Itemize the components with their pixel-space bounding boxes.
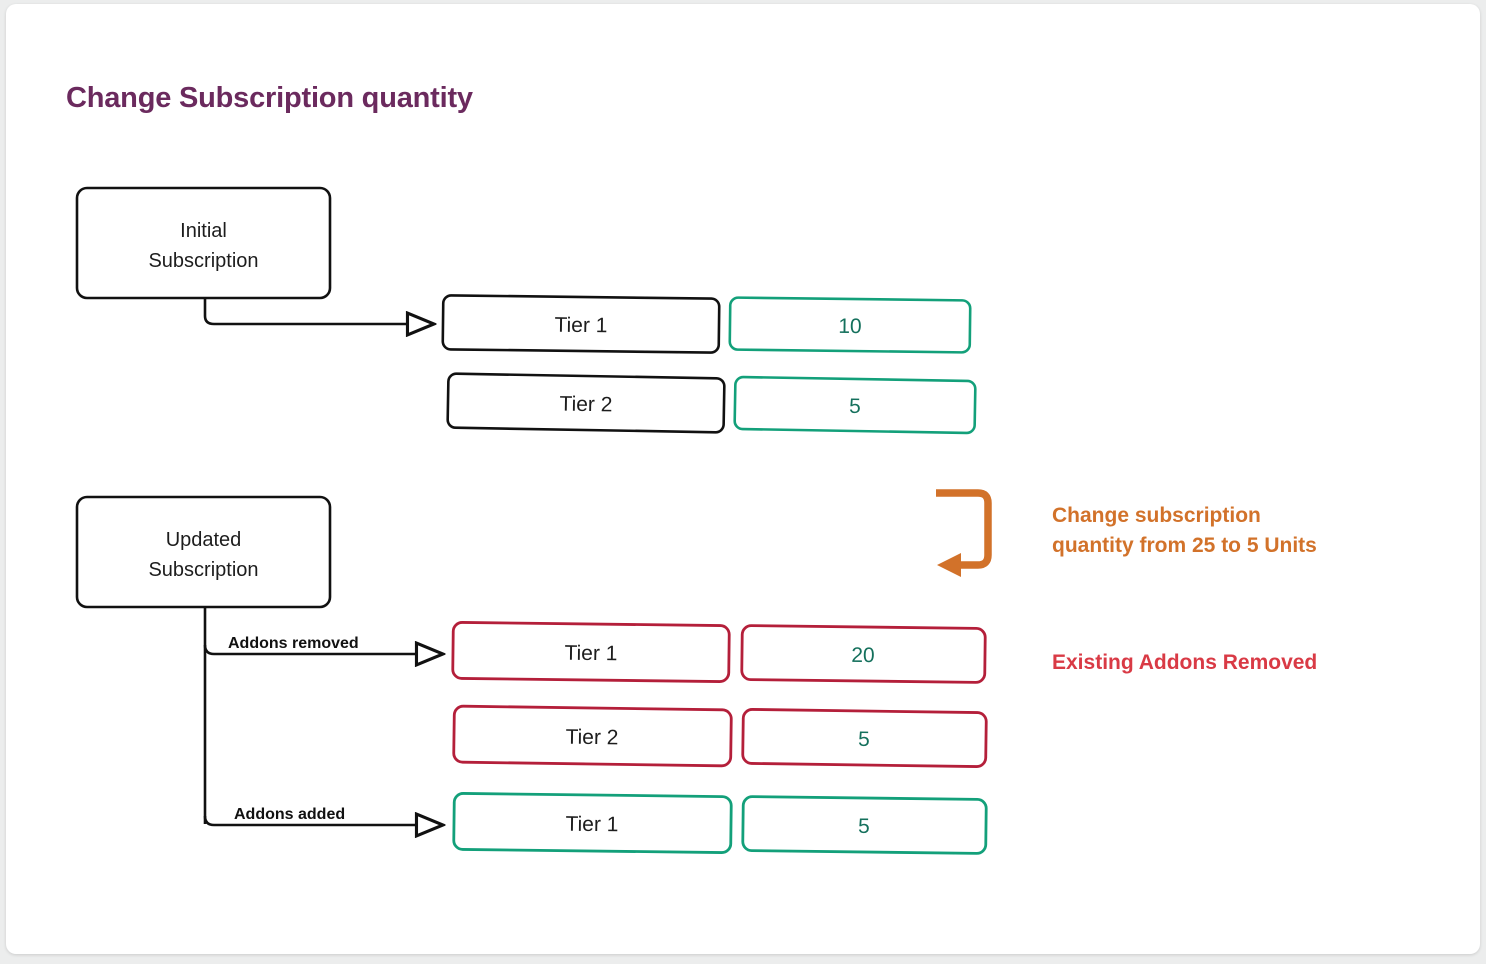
connector-updated-to-removed	[203, 645, 443, 654]
tier-box-updated-added-1[interactable]	[452, 792, 733, 854]
tier-label-updated-removed-1: Tier 1	[564, 642, 617, 666]
orange-return-arrow-icon	[936, 489, 992, 569]
connector-updated-to-added	[203, 816, 443, 825]
quantity-value-initial-2: 5	[849, 395, 861, 418]
diagram-card: Change Subscription quantity Initial Sub…	[6, 4, 1480, 954]
node-initial-subscription[interactable]: Initial Subscription	[75, 186, 332, 300]
connector-initial-to-tier1	[203, 298, 434, 324]
edge-label-addons-removed: Addons removed	[228, 635, 359, 652]
node-initial-subscription-line1: Initial	[180, 220, 227, 242]
orange-arrowhead-icon	[937, 553, 961, 577]
quantity-value-updated-added-1: 5	[858, 815, 870, 838]
node-updated-subscription-line2: Subscription	[148, 559, 258, 581]
row-updated-added-tier-1: Tier 1 5	[452, 792, 988, 855]
quantity-value-updated-removed-2: 5	[858, 728, 870, 751]
change-quantity-text-line1: Change subscription	[1052, 504, 1261, 527]
quantity-box-updated-removed-1[interactable]	[740, 624, 987, 684]
quantity-box-initial-2[interactable]	[733, 375, 977, 435]
tier-box-initial-1[interactable]	[441, 294, 721, 354]
node-updated-subscription-line1: Updated	[166, 529, 242, 551]
page-title: Change Subscription quantity	[66, 82, 473, 114]
quantity-value-initial-1: 10	[838, 315, 862, 338]
quantity-box-initial-1[interactable]	[728, 296, 972, 354]
tier-box-updated-removed-1[interactable]	[451, 621, 731, 683]
quantity-value-updated-removed-1: 20	[851, 644, 875, 667]
edge-label-addons-added: Addons added	[234, 806, 345, 823]
tier-label-initial-2: Tier 2	[559, 393, 612, 417]
node-updated-subscription[interactable]: Updated Subscription	[75, 495, 332, 609]
quantity-box-updated-added-1[interactable]	[741, 795, 988, 855]
tier-label-updated-removed-2: Tier 2	[565, 726, 618, 750]
change-quantity-text-line2: quantity from 25 to 5 Units	[1052, 534, 1317, 557]
change-quantity-annotation: Change subscription quantity from 25 to …	[936, 489, 1317, 577]
tier-label-initial-1: Tier 1	[554, 314, 607, 338]
section-initial: Initial Subscription Tier 1 10 Tier 2	[75, 186, 977, 435]
row-updated-removed-tier-2: Tier 2 5	[452, 704, 988, 768]
tier-label-updated-added-1: Tier 1	[565, 813, 618, 837]
tier-box-updated-removed-2[interactable]	[452, 704, 733, 768]
node-initial-subscription-line2: Subscription	[148, 250, 258, 272]
tier-box-initial-2[interactable]	[446, 372, 726, 434]
row-updated-removed-tier-1: Tier 1 20	[451, 621, 987, 684]
existing-addons-removed-text: Existing Addons Removed	[1052, 651, 1317, 674]
subscription-flow-diagram: Change Subscription quantity Initial Sub…	[66, 82, 1317, 855]
section-updated: Updated Subscription Addons removed Addo…	[75, 495, 988, 855]
row-initial-tier-2: Tier 2 5	[446, 372, 977, 435]
quantity-box-updated-removed-2[interactable]	[741, 708, 988, 768]
node-updated-subscription-box	[75, 495, 332, 609]
row-initial-tier-1: Tier 1 10	[441, 294, 972, 354]
node-initial-subscription-box	[75, 186, 332, 300]
